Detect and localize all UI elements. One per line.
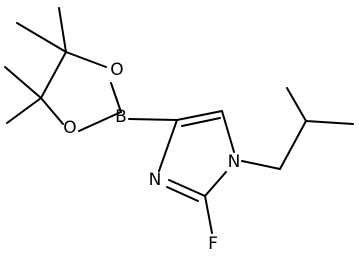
- bond-methyl-4: [6, 97, 42, 124]
- bond-b-o-bottom: [78, 111, 122, 132]
- atom-label-nitrogen-ring: N: [149, 170, 162, 190]
- bond-methyl-3: [4, 66, 42, 99]
- bond-c2-f: [204, 195, 213, 234]
- atom-label-boron: B: [115, 107, 127, 127]
- bond-n1-c2: [204, 171, 227, 197]
- bond-n3-c4: [158, 119, 178, 172]
- atom-label-fluorine: F: [208, 234, 218, 254]
- bond-cquat-cquat: [40, 51, 67, 99]
- bond-o-top-b: [110, 82, 122, 113]
- bond-c4-c5: [176, 110, 223, 121]
- bond-o-bottom-cquat: [40, 97, 64, 125]
- bond-ch-methyl-b: [305, 120, 354, 125]
- bond-ch2-ch: [279, 120, 307, 170]
- bond-n1-ch2: [241, 160, 281, 170]
- atom-label-oxygen-bottom: O: [63, 118, 76, 138]
- atom-label-nitrogen-substituted: N: [228, 152, 241, 172]
- bond-c2-n3-double: [166, 186, 199, 202]
- bond-b-c4: [128, 118, 178, 121]
- bond-methyl-2: [16, 22, 67, 53]
- bond-c4-c5-double: [181, 117, 221, 127]
- bond-cquat-o-top: [65, 51, 107, 68]
- bond-methyl-1: [58, 7, 67, 53]
- bond-c2-n3: [168, 179, 206, 197]
- bond-ch-methyl-a: [286, 87, 307, 122]
- bond-c5-n1: [221, 110, 235, 153]
- atom-label-oxygen-top: O: [110, 60, 123, 80]
